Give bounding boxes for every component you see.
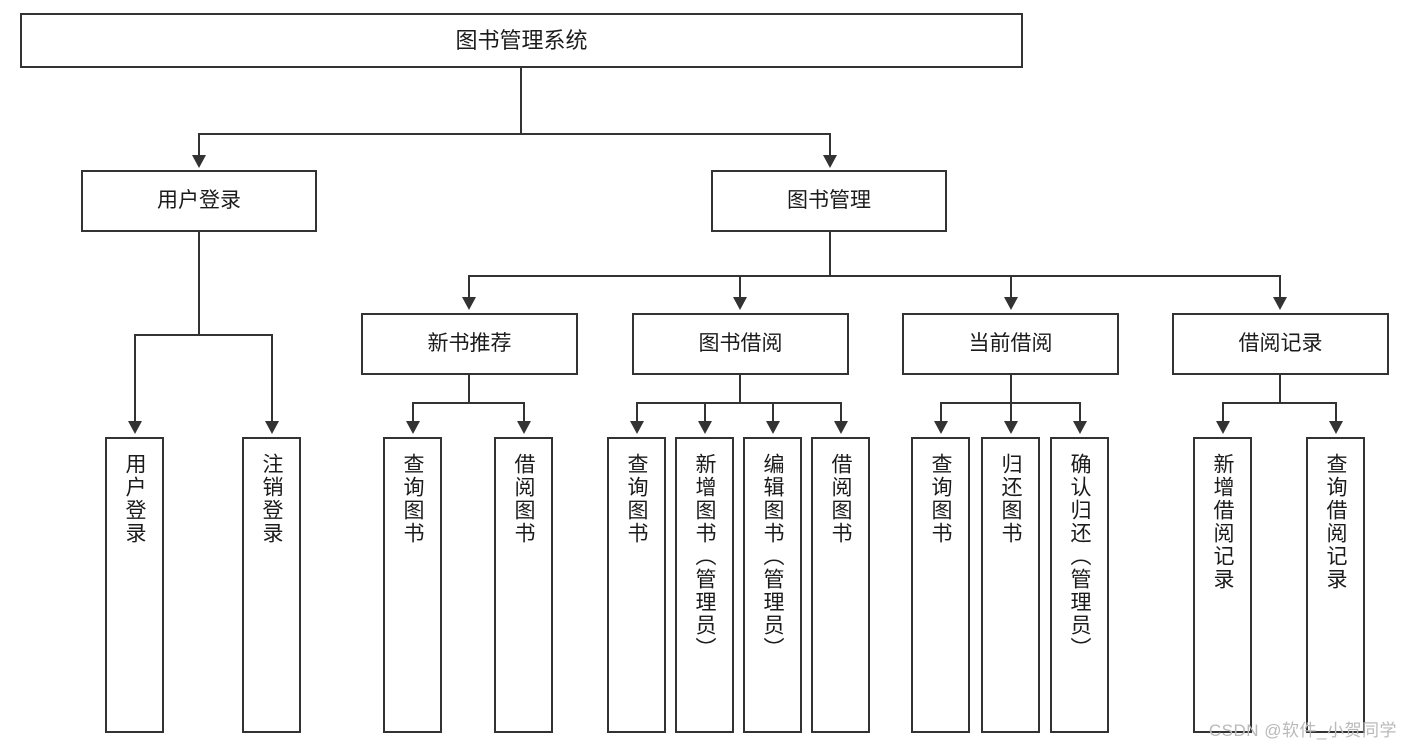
connector-bm-to-borrow-record	[1279, 275, 1281, 299]
node-label: 借阅图书	[829, 453, 852, 545]
connector-root-bus	[198, 133, 830, 135]
node-label: 确认归还（管理员）	[1068, 453, 1091, 660]
connector-bm-to-current-borrow	[1010, 275, 1012, 299]
node-new-book-recommend[interactable]: 新书推荐	[361, 313, 578, 375]
leaf-book-borrow-add-book-admin[interactable]: 新增图书（管理员）	[675, 437, 734, 733]
connector-borrow-record-stem	[1279, 375, 1281, 404]
connector-current-borrow-to-leaf-1	[1010, 402, 1012, 423]
arrow-bm-to-current-borrow	[1004, 297, 1018, 310]
arrow-new-book-to-leaf-1	[517, 421, 531, 434]
connector-book-borrow-bus	[636, 402, 842, 404]
leaf-user-login-login[interactable]: 用户登录	[105, 437, 164, 733]
node-label: 查询图书	[929, 453, 952, 545]
arrow-user-login-to-leaf-0	[128, 421, 142, 434]
arrow-user-login-to-leaf-1	[265, 421, 279, 434]
node-label: 查询图书	[401, 453, 424, 545]
arrow-book-borrow-to-leaf-3	[834, 421, 848, 434]
connector-book-borrow-to-leaf-2	[772, 402, 774, 423]
arrow-current-borrow-to-leaf-0	[934, 421, 948, 434]
connector-current-borrow-stem	[1010, 375, 1012, 404]
leaf-current-borrow-query-book[interactable]: 查询图书	[911, 437, 970, 733]
node-user-login[interactable]: 用户登录	[81, 170, 317, 232]
node-root-book-management-system[interactable]: 图书管理系统	[20, 13, 1023, 68]
arrow-bm-to-book-borrow	[733, 297, 747, 310]
arrow-book-borrow-to-leaf-1	[698, 421, 712, 434]
node-label: 查询借阅记录	[1324, 453, 1347, 591]
connector-root-stem	[520, 68, 522, 133]
connector-current-borrow-to-leaf-0	[940, 402, 942, 423]
connector-book-borrow-to-leaf-1	[704, 402, 706, 423]
connector-user-login-bus	[134, 334, 272, 336]
node-label: 注销登录	[260, 453, 283, 545]
leaf-current-borrow-confirm-return-admin[interactable]: 确认归还（管理员）	[1050, 437, 1109, 733]
node-label: 归还图书	[999, 453, 1022, 545]
arrow-root-to-book-management	[823, 155, 837, 168]
leaf-current-borrow-return-book[interactable]: 归还图书	[981, 437, 1040, 733]
connector-new-book-to-leaf-1	[523, 402, 525, 423]
node-label: 新增借阅记录	[1211, 453, 1234, 591]
connector-bm-to-book-borrow	[739, 275, 741, 299]
arrow-new-book-to-leaf-0	[406, 421, 420, 434]
node-label: 用户登录	[157, 188, 241, 212]
arrow-borrow-record-to-leaf-1	[1329, 421, 1343, 434]
node-label: 新书推荐	[427, 331, 512, 355]
connector-bm-to-new-book	[468, 275, 470, 299]
connector-book-management-stem	[829, 232, 831, 277]
connector-book-borrow-to-leaf-3	[840, 402, 842, 423]
connector-root-to-user-login	[198, 133, 200, 157]
connector-book-borrow-to-leaf-0	[636, 402, 638, 423]
node-label: 图书管理	[787, 188, 871, 212]
leaf-borrow-record-add-record[interactable]: 新增借阅记录	[1193, 437, 1252, 733]
connector-root-to-book-management	[829, 133, 831, 157]
arrow-book-borrow-to-leaf-2	[766, 421, 780, 434]
connector-book-borrow-stem	[739, 375, 741, 404]
leaf-new-book-borrow-book[interactable]: 借阅图书	[494, 437, 553, 733]
node-label: 借阅图书	[512, 453, 535, 545]
arrow-current-borrow-to-leaf-1	[1004, 421, 1018, 434]
csdn-watermark: CSDN @软件_小贺同学	[1208, 721, 1397, 740]
connector-new-book-to-leaf-0	[412, 402, 414, 423]
leaf-book-borrow-query-book[interactable]: 查询图书	[607, 437, 666, 733]
connector-user-login-stem	[198, 232, 200, 336]
connector-borrow-record-to-leaf-1	[1335, 402, 1337, 423]
leaf-borrow-record-query-record[interactable]: 查询借阅记录	[1306, 437, 1365, 733]
leaf-user-login-logout[interactable]: 注销登录	[242, 437, 301, 733]
arrow-book-borrow-to-leaf-0	[630, 421, 644, 434]
node-label: 新增图书（管理员）	[693, 453, 716, 660]
node-label: 用户登录	[123, 453, 146, 545]
connector-user-login-to-leaf-0	[134, 334, 136, 423]
node-label: 图书借阅	[698, 331, 783, 355]
node-borrow-record[interactable]: 借阅记录	[1172, 313, 1389, 375]
node-current-borrow[interactable]: 当前借阅	[902, 313, 1119, 375]
node-label: 借阅记录	[1238, 331, 1323, 355]
connector-book-management-bus	[468, 275, 1280, 277]
arrow-borrow-record-to-leaf-0	[1216, 421, 1230, 434]
connector-current-borrow-to-leaf-2	[1079, 402, 1081, 423]
connector-new-book-bus	[412, 402, 524, 404]
connector-borrow-record-bus	[1222, 402, 1336, 404]
connector-borrow-record-to-leaf-0	[1222, 402, 1224, 423]
node-book-management[interactable]: 图书管理	[711, 170, 947, 232]
connector-new-book-stem	[468, 375, 470, 404]
node-label: 编辑图书（管理员）	[761, 453, 784, 660]
connector-user-login-to-leaf-1	[271, 334, 273, 423]
arrow-current-borrow-to-leaf-2	[1073, 421, 1087, 434]
leaf-book-borrow-borrow-book[interactable]: 借阅图书	[811, 437, 870, 733]
leaf-new-book-query-book[interactable]: 查询图书	[383, 437, 442, 733]
node-label: 当前借阅	[968, 331, 1053, 355]
node-book-borrow[interactable]: 图书借阅	[632, 313, 849, 375]
arrow-bm-to-borrow-record	[1273, 297, 1287, 310]
leaf-book-borrow-edit-book-admin[interactable]: 编辑图书（管理员）	[743, 437, 802, 733]
node-label: 图书管理系统	[455, 27, 588, 53]
arrow-bm-to-new-book	[462, 297, 476, 310]
arrow-root-to-user-login	[192, 155, 206, 168]
node-label: 查询图书	[625, 453, 648, 545]
